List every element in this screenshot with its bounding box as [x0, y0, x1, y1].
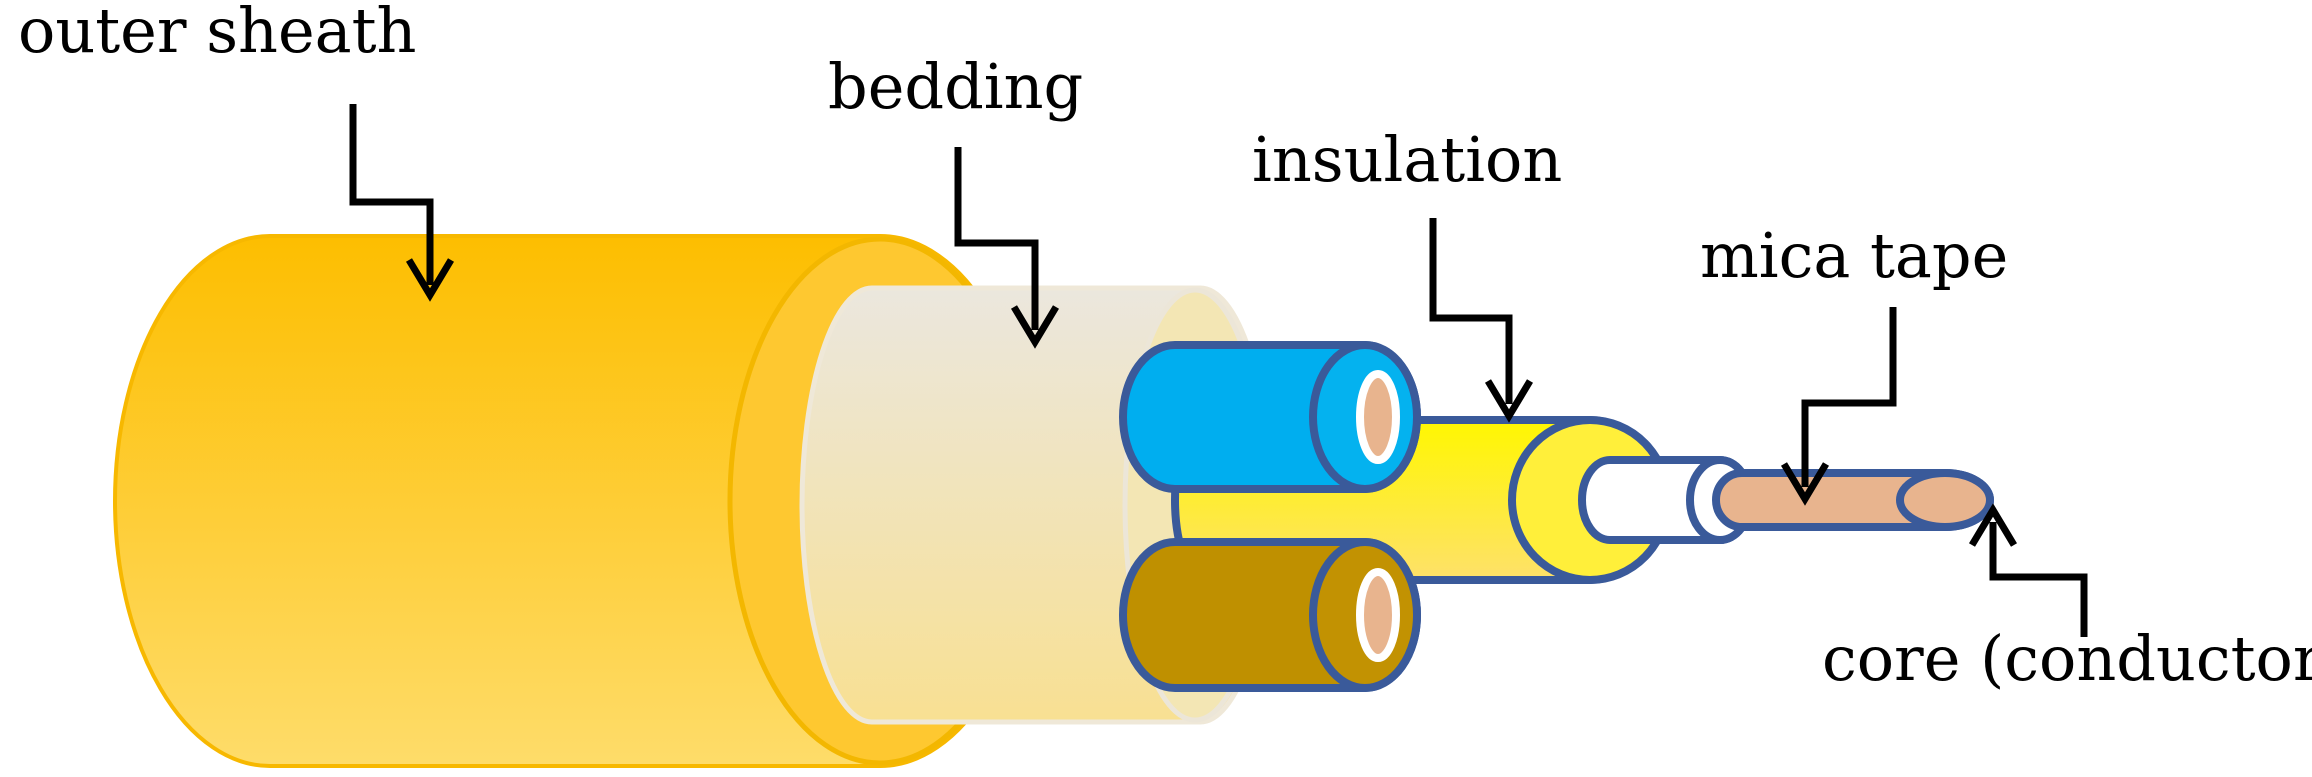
- label-mica-tape: mica tape: [1700, 219, 2008, 292]
- brown-core-conductor-end: [1356, 568, 1400, 662]
- bedding-arrow: [954, 147, 1060, 349]
- label-insulation: insulation: [1252, 123, 1562, 196]
- core-arrow: [1968, 503, 2088, 637]
- conductor-part: [1712, 469, 1994, 531]
- mica-tape-arrow: [1780, 307, 1897, 506]
- blue-core-conductor-end: [1356, 370, 1400, 464]
- label-bedding: bedding: [828, 50, 1083, 123]
- outer-sheath-arrow: [349, 104, 455, 302]
- insulation-arrow: [1429, 218, 1534, 423]
- label-core-conductor: core (conductor): [1822, 622, 2312, 695]
- conductor-front-face: [1896, 469, 1994, 531]
- brown-core: [1119, 538, 1421, 692]
- blue-core: [1119, 341, 1421, 493]
- label-outer-sheath: outer sheath: [18, 0, 416, 67]
